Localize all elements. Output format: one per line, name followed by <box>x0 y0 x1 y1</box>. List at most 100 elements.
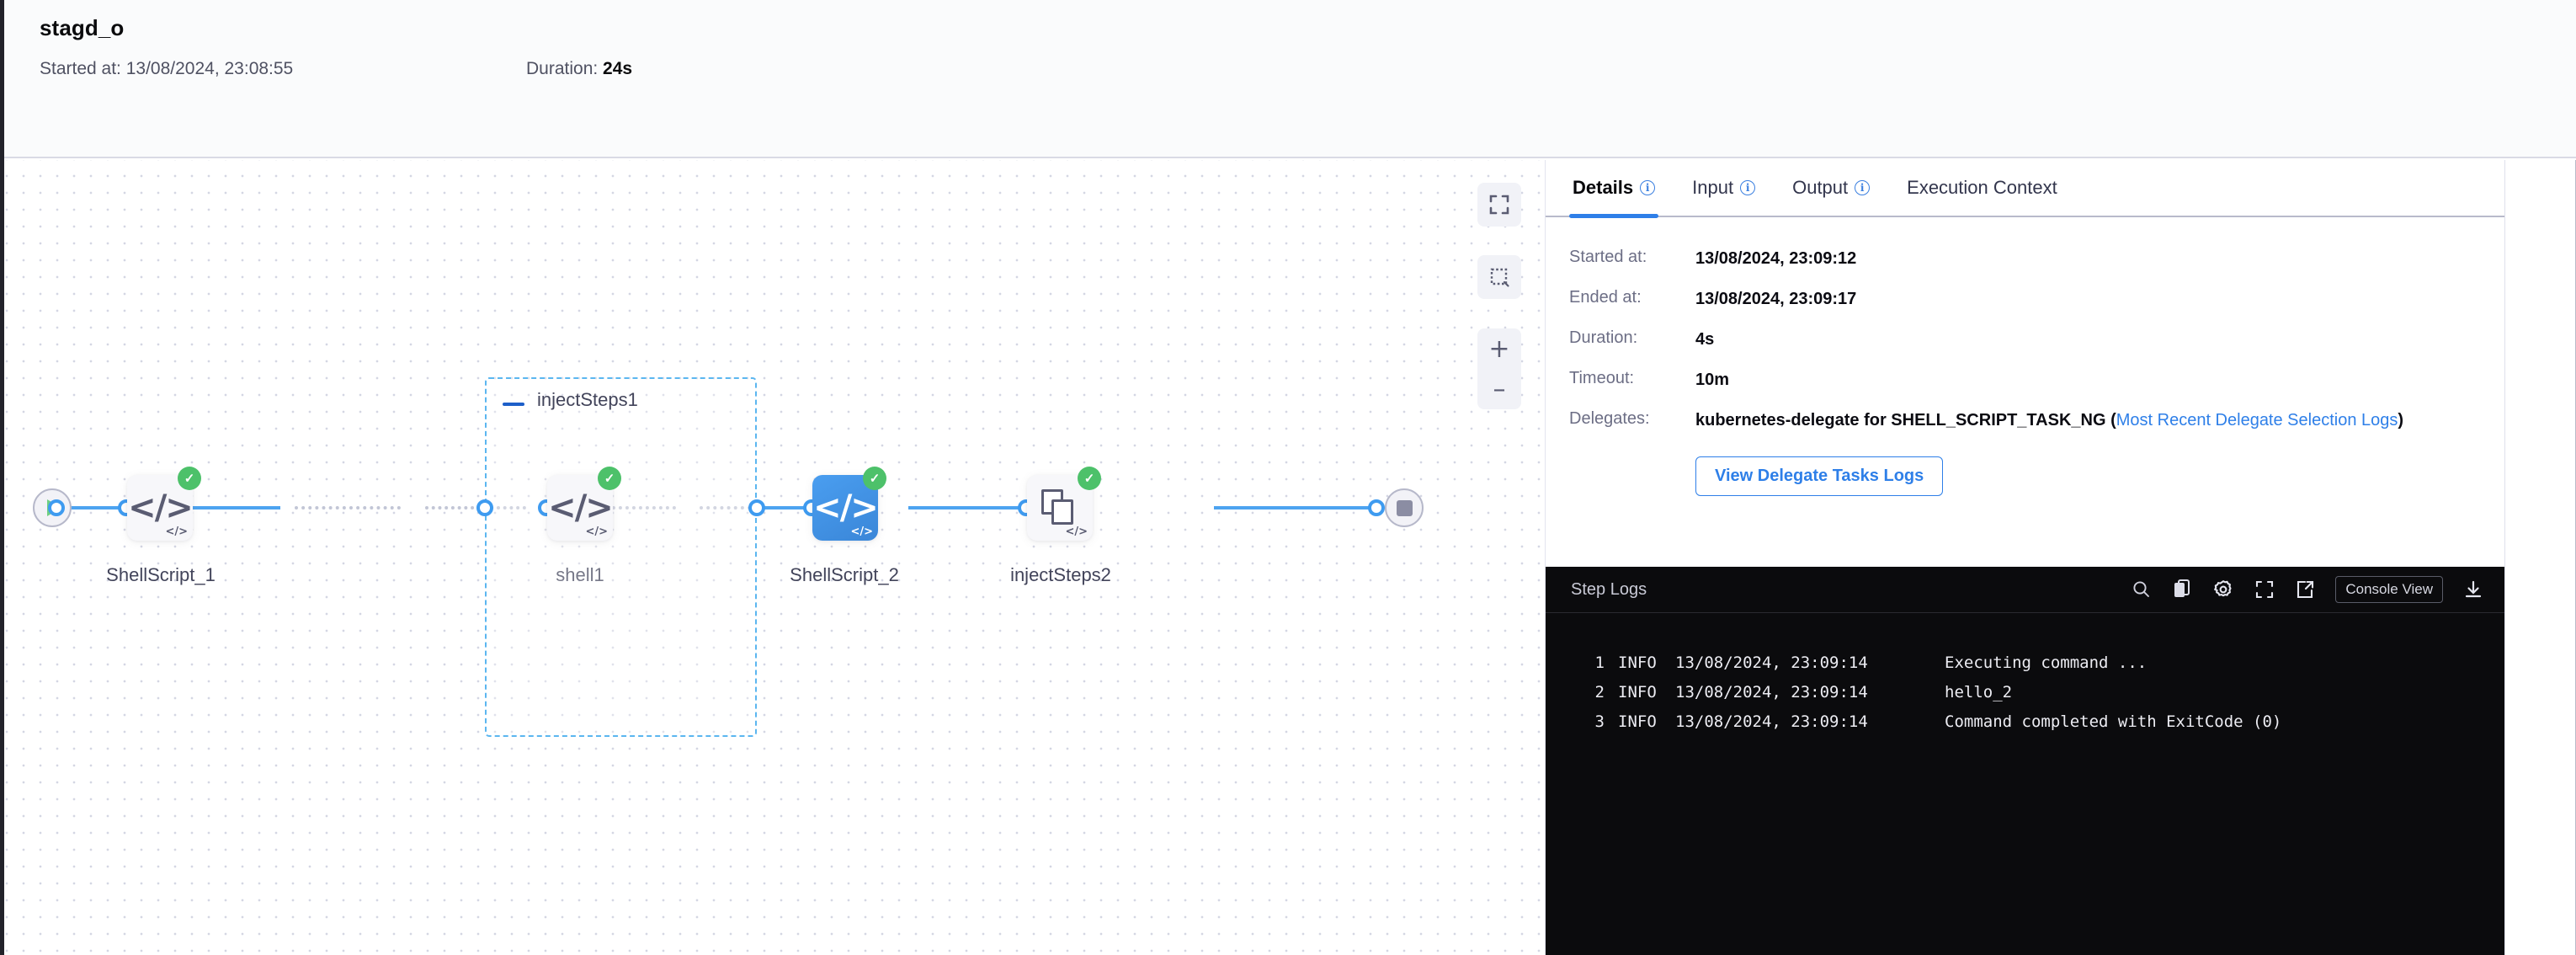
log-line-number: 3 <box>1594 712 1605 731</box>
node-label-ShellScript_2: ShellScript_2 <box>790 564 899 585</box>
step-details-panel: Details i Input i Output i Execution Con… <box>1545 159 2505 955</box>
detail-label-duration: Duration: <box>1569 328 1638 347</box>
step-logs-console: Step Logs <box>1546 567 2505 955</box>
tab-execution-context[interactable]: Execution Context <box>1903 159 2061 216</box>
log-timestamp: 13/08/2024, 23:09:14 <box>1675 683 1868 702</box>
detail-label-delegates: Delegates: <box>1569 409 1650 428</box>
marquee-select-icon <box>1490 268 1509 287</box>
log-level: INFO <box>1618 654 1657 672</box>
gear-icon[interactable] <box>2212 579 2234 600</box>
log-level: INFO <box>1618 712 1657 731</box>
zoom-out-button[interactable]: – <box>1493 374 1506 404</box>
node-shell1[interactable]: </> </> ✓ <box>547 467 621 541</box>
fit-to-screen-button[interactable] <box>1477 183 1521 227</box>
delegate-selection-logs-link[interactable]: Most Recent Delegate Selection Logs <box>2116 411 2398 429</box>
page-scrollbar[interactable] <box>2504 160 2576 955</box>
stop-icon <box>1396 499 1413 516</box>
node-ShellScript_2[interactable]: </> </> ✓ <box>812 467 886 541</box>
execution-started-at: Started at: 13/08/2024, 23:08:55 <box>40 59 294 78</box>
detail-value-duration: 4s <box>1695 330 1715 349</box>
port-group-out[interactable] <box>748 499 765 516</box>
step-group-label: injectSteps1 <box>537 389 638 410</box>
step-logs-tools: Console View <box>2132 576 2483 603</box>
status-success-icon: ✓ <box>1078 467 1101 490</box>
edge-shellscript1-to-group <box>295 506 401 510</box>
detail-value-timeout: 10m <box>1695 371 1730 389</box>
execution-duration-value: 24s <box>603 59 633 78</box>
minus-icon[interactable] <box>503 403 524 406</box>
log-line: 3 INFO 13/08/2024, 23:09:14 Command comp… <box>1546 707 2505 737</box>
code-icon-small: </> <box>1065 526 1088 538</box>
select-area-button[interactable] <box>1477 255 1521 299</box>
fullscreen-icon[interactable] <box>2254 579 2275 600</box>
copy-icon[interactable] <box>2172 579 2192 600</box>
log-timestamp: 13/08/2024, 23:09:14 <box>1675 712 1868 731</box>
node-ShellScript_1[interactable]: </> </> ✓ <box>127 467 201 541</box>
page-title: stagd_o <box>40 15 125 40</box>
tab-input[interactable]: Input i <box>1689 159 1759 216</box>
edge-into-shellscript2 <box>762 506 817 510</box>
step-logs-body[interactable]: 1 INFO 13/08/2024, 23:09:14 Executing co… <box>1546 613 2505 737</box>
tab-details[interactable]: Details i <box>1569 159 1659 218</box>
tab-output-label: Output <box>1792 177 1849 198</box>
step-group-injectSteps1[interactable] <box>485 377 757 737</box>
edge-shell1-to-groupout <box>585 506 676 510</box>
tab-output[interactable]: Output i <box>1789 159 1873 216</box>
port-group-in[interactable] <box>476 499 493 516</box>
tab-execution-context-label: Execution Context <box>1907 177 2057 198</box>
expand-icon <box>1489 195 1509 215</box>
steps-group-icon <box>1041 489 1078 526</box>
detail-row-duration: Duration: 4s <box>1546 328 2504 351</box>
detail-row-started-at: Started at: 13/08/2024, 23:09:12 <box>1546 248 2504 270</box>
zoom-in-button[interactable]: + <box>1488 333 1510 364</box>
log-level: INFO <box>1618 683 1657 702</box>
detail-value-started-at: 13/08/2024, 23:09:12 <box>1695 249 1857 268</box>
zoom-controls[interactable]: + – <box>1477 328 1521 409</box>
node-injectSteps2[interactable]: </> ✓ <box>1027 467 1101 541</box>
step-logs-title: Step Logs <box>1571 579 1647 599</box>
code-icon: </> <box>128 488 194 527</box>
info-icon[interactable]: i <box>1640 180 1656 195</box>
info-icon[interactable]: i <box>1740 180 1756 195</box>
execution-duration: Duration: 24s <box>526 59 632 79</box>
log-timestamp: 13/08/2024, 23:09:14 <box>1675 654 1868 672</box>
port-start-out[interactable] <box>48 499 65 516</box>
end-node[interactable] <box>1385 488 1424 527</box>
tab-details-label: Details <box>1573 177 1634 198</box>
log-line-number: 1 <box>1594 654 1605 672</box>
search-icon[interactable] <box>2132 579 2152 600</box>
log-message: hello_2 <box>1945 683 2013 702</box>
edge-groupout-to-shellscript2 <box>700 506 792 510</box>
code-icon-small: </> <box>165 526 188 538</box>
view-delegate-tasks-logs-button[interactable]: View Delegate Tasks Logs <box>1695 456 1944 496</box>
log-line-number: 2 <box>1594 683 1605 702</box>
edge-injectsteps2-to-end <box>1214 506 1372 510</box>
open-external-icon[interactable] <box>2295 579 2315 600</box>
port-end-in[interactable] <box>1368 499 1385 516</box>
log-line: 2 INFO 13/08/2024, 23:09:14 hello_2 <box>1546 678 2505 707</box>
node-label-shell1: shell1 <box>556 564 604 585</box>
details-tabbar: Details i Input i Output i Execution Con… <box>1546 159 2504 218</box>
info-icon[interactable]: i <box>1855 180 1871 195</box>
detail-value-ended-at: 13/08/2024, 23:09:17 <box>1695 290 1857 308</box>
detail-row-delegates: Delegates: kubernetes-delegate for SHELL… <box>1546 409 2504 432</box>
detail-row-ended-at: Ended at: 13/08/2024, 23:09:17 <box>1546 288 2504 311</box>
status-success-icon: ✓ <box>598 467 621 490</box>
log-message: Executing command ... <box>1945 654 2148 672</box>
node-label-ShellScript_1: ShellScript_1 <box>106 564 216 585</box>
step-logs-toolbar: Step Logs <box>1546 567 2505 613</box>
log-message: Command completed with ExitCode (0) <box>1945 712 2282 731</box>
edge-group-to-shell1 <box>425 506 526 510</box>
detail-label-started-at: Started at: <box>1569 248 1647 266</box>
download-icon[interactable] <box>2463 579 2483 600</box>
detail-value-delegates: kubernetes-delegate for SHELL_SCRIPT_TAS… <box>1695 409 2437 432</box>
delegate-text-tail: ) <box>2398 411 2404 429</box>
tab-input-label: Input <box>1692 177 1734 198</box>
code-icon-small: </> <box>585 526 608 538</box>
log-line: 1 INFO 13/08/2024, 23:09:14 Executing co… <box>1546 648 2505 678</box>
console-view-toggle[interactable]: Console View <box>2335 576 2443 603</box>
status-success-icon: ✓ <box>178 467 201 490</box>
detail-label-timeout: Timeout: <box>1569 369 1635 387</box>
edge-shellscript2-to-injectsteps2 <box>908 506 1026 510</box>
pipeline-graph-canvas[interactable]: injectSteps1 </> </> ✓ ShellScript_1 <box>4 160 1545 955</box>
